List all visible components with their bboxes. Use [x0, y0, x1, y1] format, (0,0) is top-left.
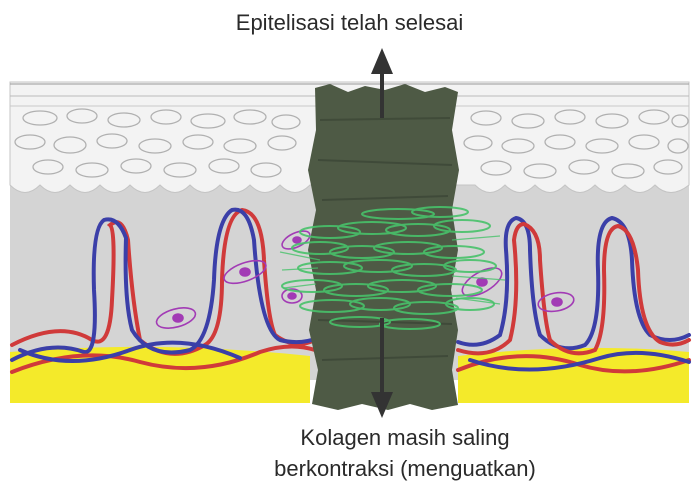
collagen-label-line2: berkontraksi (menguatkan): [170, 453, 640, 484]
epithelialization-label: Epitelisasi telah selesai: [0, 10, 699, 36]
subcutaneous-fat-layer-right: [458, 348, 689, 403]
collagen-label-line1: Kolagen masih saling: [170, 422, 640, 453]
collagen-contraction-label: Kolagen masih saling berkontraksi (mengu…: [170, 422, 640, 484]
subcutaneous-fat-layer: [10, 347, 310, 403]
